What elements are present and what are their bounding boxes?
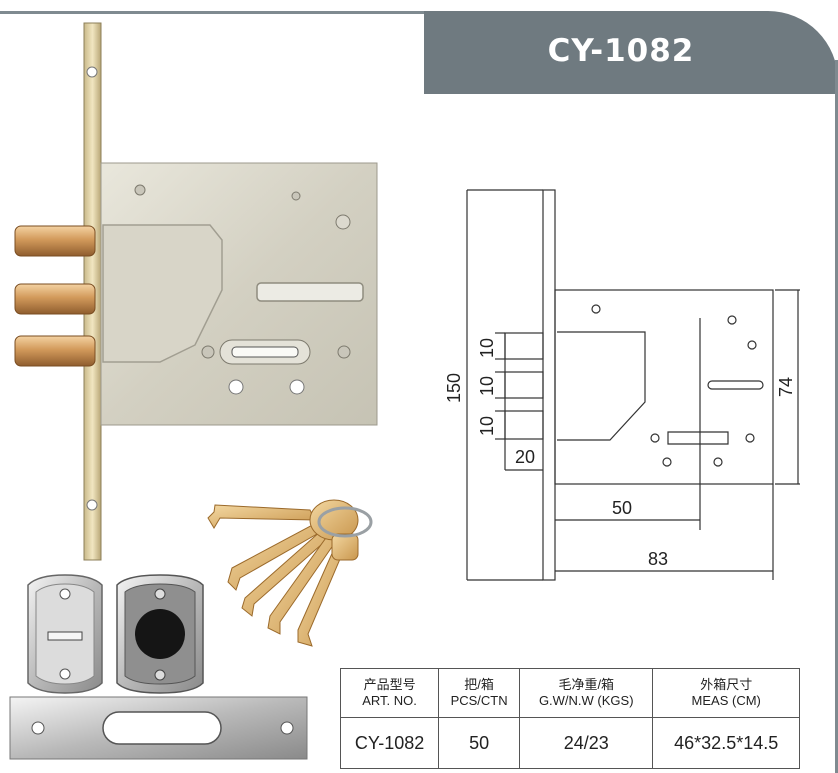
screw-right <box>335 214 351 230</box>
escutcheon-left-screw-bottom <box>59 668 71 680</box>
technical-drawing <box>466 189 800 581</box>
drawing-hole-1 <box>591 304 601 314</box>
dim-label-bolt-2: 10 <box>477 376 497 396</box>
case-hole-right <box>289 379 305 395</box>
spec-table-value-row: CY-1082 50 24/23 46*32.5*14.5 <box>339 717 800 769</box>
value-art-no: CY-1082 <box>339 717 440 769</box>
screw-top-left <box>134 184 146 196</box>
header-weight-en: G.W/N.W (KGS) <box>538 693 634 708</box>
key-ring <box>317 506 373 538</box>
drawing-bolt-2 <box>504 371 544 399</box>
escutcheon-cover <box>135 609 185 659</box>
key-1 <box>207 504 316 529</box>
header-pcs-ctn-zh: 把/箱 <box>464 677 494 692</box>
mortise-lock-photo <box>14 22 378 561</box>
key-bundle <box>207 499 373 647</box>
drawing-case <box>554 289 774 485</box>
dim-label-height: 150 <box>444 373 464 403</box>
title-banner: CY-1082 <box>424 11 838 94</box>
faceplate-hole-bottom <box>86 499 98 511</box>
right-frame-line <box>835 60 838 773</box>
escutcheon-right-screw-top <box>154 588 166 600</box>
header-art-no-en: ART. NO. <box>362 693 417 708</box>
header-art-no-zh: 产品型号 <box>363 677 416 692</box>
strike-hole-right <box>280 721 294 735</box>
keyhole <box>231 346 299 358</box>
bolt-3 <box>14 335 96 367</box>
header-meas-zh: 外箱尺寸 <box>700 677 753 692</box>
dim-label-case-width: 83 <box>648 549 668 569</box>
value-meas: 46*32.5*14.5 <box>652 717 800 769</box>
escutcheon-right <box>116 574 204 694</box>
drawing-hole-3 <box>747 340 757 350</box>
key-tag <box>331 533 359 561</box>
drawing-inner-plate <box>557 331 646 441</box>
strike-hole-left <box>31 721 45 735</box>
product-title: CY-1082 <box>547 33 695 69</box>
strike-plate <box>9 696 308 760</box>
drawing-hole-4 <box>745 433 755 443</box>
dim-label-backset: 50 <box>612 498 632 518</box>
header-weight-zh: 毛净重/箱 <box>558 677 615 692</box>
faceplate-hole-top <box>86 66 98 78</box>
drawing-faceplate <box>542 189 556 581</box>
drawing-bolt-1 <box>504 332 544 360</box>
top-frame-line <box>0 11 430 14</box>
escutcheon-keyhole <box>47 631 83 641</box>
lock-slot <box>256 282 364 302</box>
bolt-2 <box>14 283 96 315</box>
drawing-slot <box>707 380 764 390</box>
dim-label-bolt-3: 10 <box>477 416 497 436</box>
lock-inner-plate <box>102 224 223 363</box>
drawing-keyhole <box>667 431 729 445</box>
dim-label-bolt-1: 10 <box>477 338 497 358</box>
drawing-hole-2 <box>727 315 737 325</box>
drawing-hole-6 <box>713 457 723 467</box>
escutcheon-left-screw-top <box>59 588 71 600</box>
header-pcs-ctn-en: PCS/CTN <box>450 693 508 708</box>
screw-top <box>291 191 301 201</box>
screw-right-lower <box>337 345 351 359</box>
value-pcs-ctn: 50 <box>438 717 521 769</box>
strike-slot <box>102 711 222 745</box>
dim-label-case-height: 74 <box>776 377 796 397</box>
escutcheon-right-screw-bottom <box>154 669 166 681</box>
case-hole-left <box>228 379 244 395</box>
header-meas-en: MEAS (CM) <box>691 693 761 708</box>
bolt-1 <box>14 225 96 257</box>
escutcheon-left <box>27 574 103 694</box>
drawing-bolt-3 <box>504 410 544 440</box>
value-weight: 24/23 <box>519 717 654 769</box>
dim-label-bolt-length: 20 <box>515 447 535 467</box>
drawing-hole-5 <box>662 457 672 467</box>
drawing-screw <box>650 433 660 443</box>
screw-left <box>201 345 215 359</box>
